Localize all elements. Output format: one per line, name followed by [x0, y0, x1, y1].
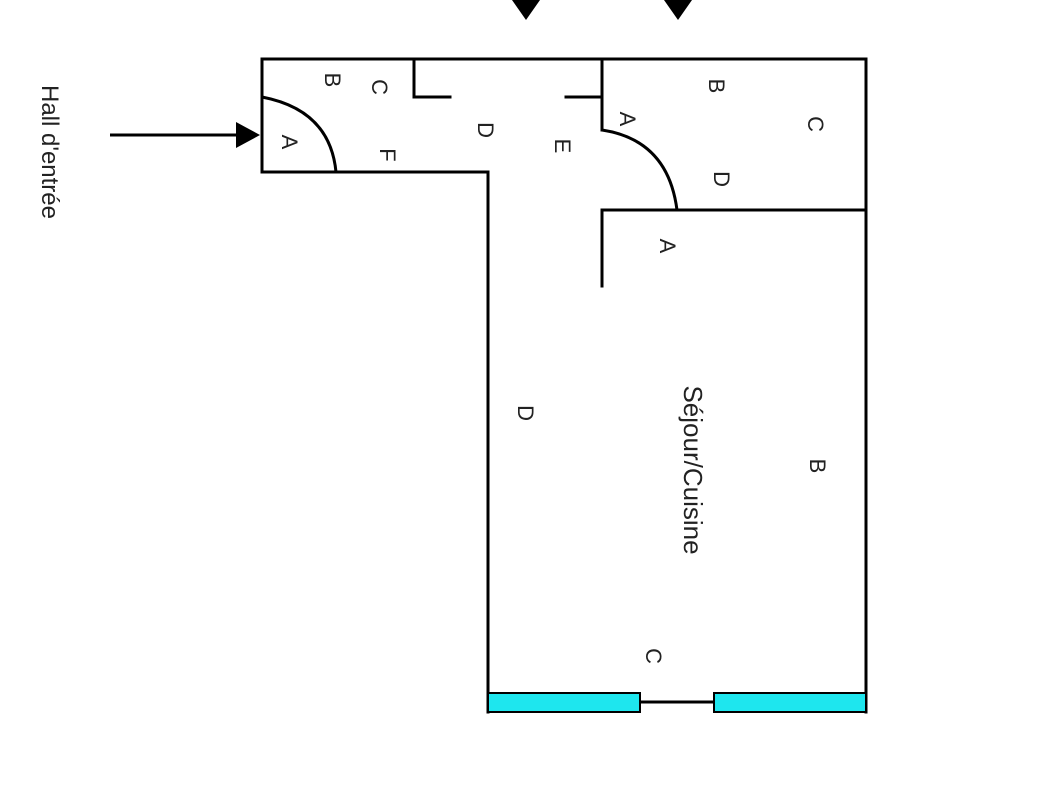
label-small-c: C [803, 116, 828, 132]
label-entry-a: A [277, 135, 302, 150]
label-main-a: A [655, 239, 680, 254]
label-entry-c: C [367, 79, 392, 95]
window-right [713, 692, 867, 713]
label-small-a: A [615, 112, 640, 127]
room-label: Séjour/Cuisine [678, 385, 708, 554]
windows [487, 692, 867, 713]
label-entry-f: F [375, 148, 400, 161]
entrance-label: Hall d'entrée [36, 85, 63, 219]
label-main-c: C [641, 648, 666, 664]
walls [260, 57, 868, 714]
label-corridor-d: D [473, 122, 498, 138]
entrance-arrow [110, 122, 260, 148]
label-small-d: D [709, 171, 734, 187]
label-main-b: B [805, 459, 830, 474]
window-left [487, 692, 641, 713]
top-arrow-left [512, 0, 540, 20]
label-main-d: D [513, 405, 538, 421]
label-corridor-e: E [550, 139, 575, 154]
top-arrow-right [664, 0, 692, 20]
label-entry-b: B [320, 73, 345, 88]
label-small-b: B [704, 79, 729, 94]
doors [261, 95, 679, 211]
